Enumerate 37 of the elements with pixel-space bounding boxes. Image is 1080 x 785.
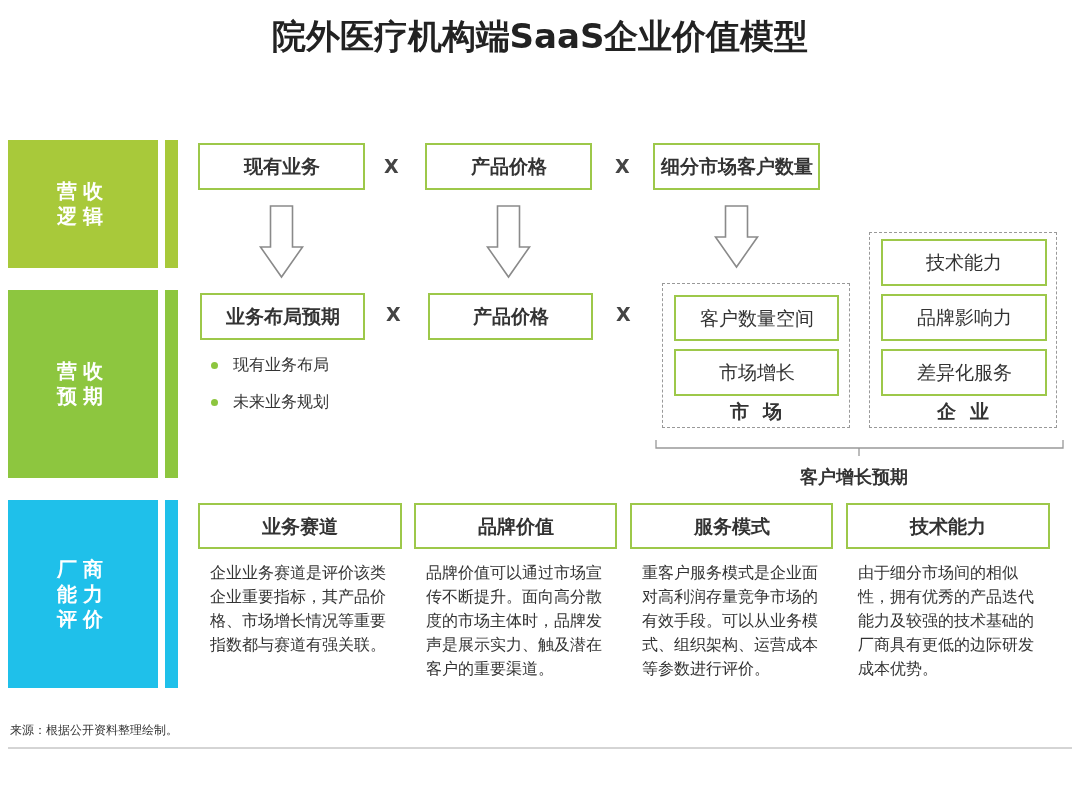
hollow-arrow	[485, 205, 532, 279]
description-text: 企业业务赛道是评价该类企业重要指标，其产品价格、市场增长情况等重要指数都与赛道有强关联。	[210, 563, 387, 656]
process-box: 客户数量空间	[674, 295, 839, 341]
bracket-label: 客户增长预期	[800, 465, 908, 489]
process-box: 技术能力	[846, 503, 1050, 549]
process-box: 市场增长	[674, 349, 839, 396]
process-box: 产品价格	[425, 143, 592, 190]
process-box: 技术能力	[881, 239, 1047, 286]
multiply-sign: X	[384, 155, 399, 177]
title: 院外医疗机构端SaaS企业价值模型	[270, 15, 810, 58]
group-box	[662, 283, 850, 428]
process-box: 产品价格	[428, 293, 593, 340]
list-item: 未来业务规划	[233, 391, 329, 413]
hollow-arrow	[713, 205, 760, 269]
multiply-sign: X	[615, 155, 630, 177]
multiply-sign: X	[386, 303, 401, 325]
process-box: 服务模式	[630, 503, 833, 549]
process-box: 现有业务	[198, 143, 365, 190]
process-box: 细分市场客户数量	[653, 143, 820, 190]
process-box: 品牌价值	[414, 503, 617, 549]
description-text: 重客户服务模式是企业面对高利润存量竞争市场的有效手段。可以从业务模式、组织架构、运营成本等参数进行评价。	[642, 563, 819, 680]
group-heading: 企业	[936, 399, 1004, 424]
category-band: 营收预期	[8, 290, 158, 478]
process-box: 品牌影响力	[881, 294, 1047, 341]
list-item: 现有业务布局	[233, 354, 329, 376]
category-band: 营收逻辑	[8, 140, 158, 268]
hollow-arrow	[258, 205, 305, 279]
multiply-sign: X	[616, 303, 631, 325]
group-box	[869, 232, 1057, 428]
description-text: 品牌价值可以通过市场宣传不断提升。面向高分散度的市场主体时，品牌发声是展示实力、触及潜在客户的重要渠道。	[426, 563, 603, 680]
source-note: 来源：根据公开资料整理绘制。	[10, 722, 178, 739]
group-heading: 市场	[729, 399, 797, 424]
process-box: 业务布局预期	[200, 293, 365, 340]
description-text: 由于细分市场间的相似性，拥有优秀的产品迭代能力及较强的技术基础的厂商具有更低的边际研发成本优势。	[858, 563, 1035, 680]
process-box: 业务赛道	[198, 503, 402, 549]
process-box: 差异化服务	[881, 349, 1047, 396]
category-band: 厂商能力评价	[8, 500, 158, 688]
